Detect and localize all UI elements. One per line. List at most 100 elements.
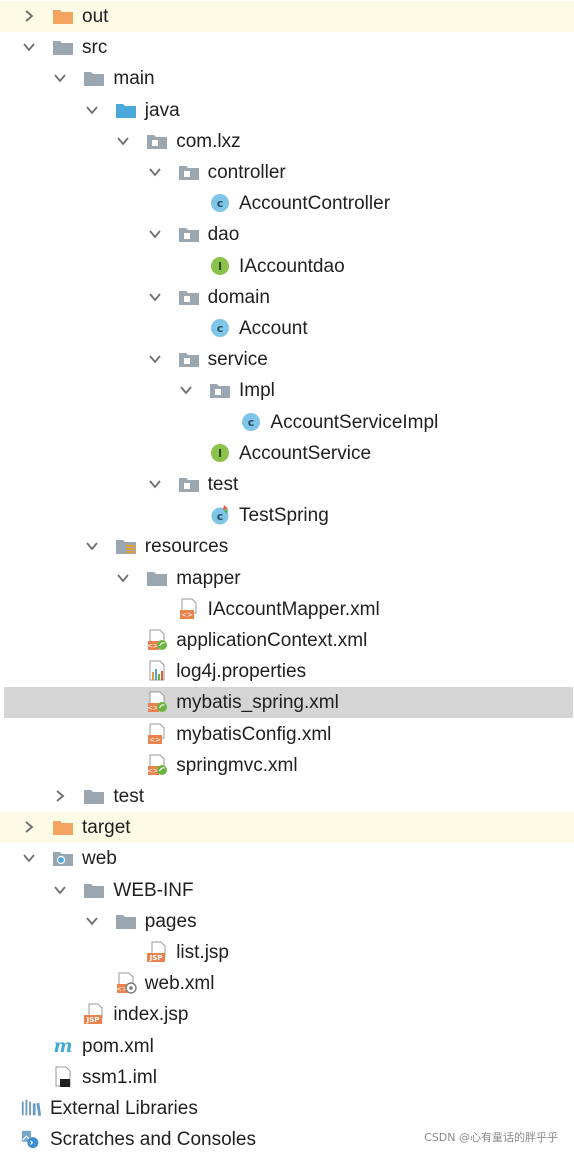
tree-row[interactable]: <>springmvc.xml — [0, 750, 574, 781]
tree-item-label: Scratches and Consoles — [50, 1129, 256, 1151]
tree-row[interactable]: WEB-INF — [0, 875, 574, 906]
chevron-down-icon[interactable] — [51, 69, 69, 87]
folder-orange-icon — [52, 6, 74, 26]
svg-text:JSP: JSP — [86, 1016, 100, 1024]
tree-item-label: AccountController — [239, 193, 391, 215]
svg-text:<>: <> — [149, 736, 161, 744]
chevron-down-icon[interactable] — [20, 38, 38, 56]
chevron-down-icon[interactable] — [83, 101, 101, 119]
tree-item-label: Account — [239, 318, 308, 339]
svg-text:<>: <> — [147, 704, 159, 712]
chevron-down-icon[interactable] — [83, 537, 101, 555]
tree-item-label: resources — [144, 536, 229, 558]
tree-row[interactable]: c AccountController — [0, 188, 574, 219]
class-icon: c — [209, 318, 231, 338]
tree-row[interactable]: pages — [0, 906, 574, 937]
folder-gray-icon — [52, 37, 74, 57]
class-icon: c — [209, 193, 231, 213]
chevron-down-icon[interactable] — [146, 225, 164, 243]
tree-item-label: controller — [207, 162, 286, 183]
chevron-down-icon[interactable] — [114, 132, 132, 150]
chevron-right-icon[interactable] — [20, 7, 38, 25]
spring-xml-icon: <> — [146, 691, 168, 713]
tree-item-label: src — [82, 37, 108, 59]
tree-item-label: mybatis_spring.xml — [176, 692, 339, 714]
tree-item-label: test — [207, 474, 239, 495]
tree-row[interactable]: com.lxz — [0, 126, 574, 157]
tree-row[interactable]: <> mybatis_spring.xml — [4, 687, 573, 719]
scratches-icon — [20, 1129, 42, 1149]
chevron-down-icon[interactable] — [114, 569, 132, 587]
jsp-file-icon: JSP — [83, 1003, 105, 1025]
tree-item-label: main — [113, 68, 155, 90]
tree-item-label: IAccountdao — [239, 255, 345, 277]
tree-item-label: pom.xml — [82, 1035, 154, 1057]
tree-row[interactable]: dao — [0, 219, 574, 250]
package-icon — [178, 349, 200, 369]
package-icon — [178, 474, 200, 494]
tree-row[interactable]: mapper — [0, 563, 574, 594]
tree-row[interactable]: resources — [0, 531, 574, 562]
resources-folder-icon — [115, 536, 137, 556]
tree-row[interactable]: Scratches and Consoles — [0, 1124, 574, 1155]
tree-item-label: index.jsp — [113, 1004, 189, 1026]
tree-row[interactable]: test — [0, 781, 574, 812]
tree-row[interactable]: log4j.properties — [0, 656, 574, 687]
tree-row[interactable]: <>web.xml — [0, 968, 574, 999]
package-icon — [178, 224, 200, 244]
tree-row[interactable]: <>mybatisConfig.xml — [0, 719, 574, 750]
tree-row[interactable]: JSP index.jsp — [0, 999, 574, 1030]
chevron-down-icon[interactable] — [146, 475, 164, 493]
tree-row[interactable]: out — [0, 1, 574, 32]
chevron-down-icon[interactable] — [20, 849, 38, 867]
tree-item-label: log4j.properties — [176, 661, 307, 683]
tree-row[interactable]: <>IAccountMapper.xml — [0, 594, 574, 625]
tree-row[interactable]: External Libraries — [0, 1093, 574, 1124]
tree-row[interactable]: main — [0, 63, 574, 94]
tree-row[interactable]: Impl — [0, 375, 574, 406]
chevron-down-icon[interactable] — [177, 381, 195, 399]
chevron-down-icon[interactable] — [146, 350, 164, 368]
test-class-icon: c — [209, 505, 231, 525]
tree-item-label: list.jsp — [176, 942, 229, 963]
tree-item-label: External Libraries — [50, 1098, 198, 1119]
svg-text:c: c — [217, 322, 224, 335]
folder-gray-icon — [146, 568, 168, 588]
chevron-down-icon[interactable] — [51, 881, 69, 899]
chevron-right-icon[interactable] — [20, 818, 38, 836]
chevron-right-icon[interactable] — [51, 787, 69, 805]
tree-row[interactable]: test — [0, 469, 574, 500]
svg-text:c: c — [217, 197, 224, 210]
tree-row[interactable]: src — [0, 32, 574, 63]
tree-item-label: WEB-INF — [113, 879, 194, 901]
tree-row[interactable]: java — [0, 95, 574, 126]
tree-item-label: test — [113, 786, 145, 807]
tree-item-label: web — [82, 848, 117, 870]
chevron-down-icon[interactable] — [146, 288, 164, 306]
svg-text:<>: <> — [116, 985, 128, 993]
tree-row[interactable]: domain — [0, 282, 574, 313]
tree-row[interactable]: service — [0, 344, 574, 375]
chevron-down-icon[interactable] — [146, 163, 164, 181]
tree-item-label: service — [207, 349, 268, 371]
interface-icon: I — [209, 443, 231, 463]
chevron-down-icon[interactable] — [83, 912, 101, 930]
tree-row[interactable]: web — [0, 843, 574, 874]
tree-item-label: target — [82, 817, 131, 839]
tree-item-label: AccountServiceImpl — [270, 411, 439, 433]
watermark: CSDN @心有童话的胖乎乎 — [424, 1131, 558, 1144]
tree-row[interactable]: c Account — [0, 313, 574, 344]
tree-item-label: mapper — [176, 567, 241, 589]
package-icon — [178, 162, 200, 182]
tree-row[interactable]: <>applicationContext.xml — [0, 625, 574, 656]
tree-row[interactable]: target — [0, 812, 574, 844]
folder-gray-icon — [115, 911, 137, 931]
tree-row[interactable]: ssm1.iml — [0, 1062, 574, 1093]
tree-row[interactable]: controller — [0, 157, 574, 188]
